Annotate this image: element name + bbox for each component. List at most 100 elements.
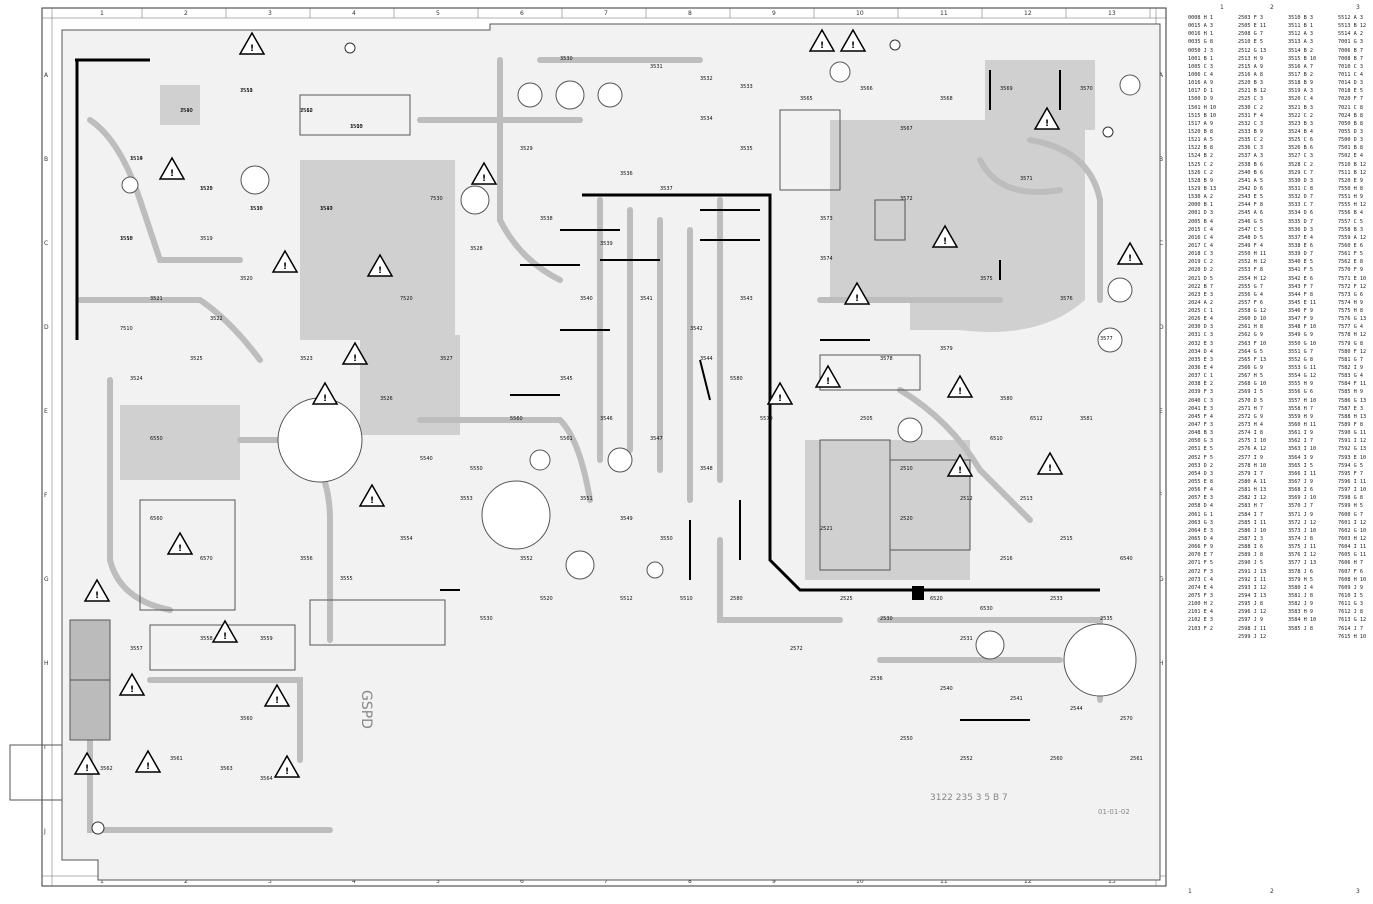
index-entry: 2589 J 8	[1238, 552, 1263, 559]
component-ref-label: 3558	[200, 636, 213, 642]
right-ruler-label: F	[1159, 492, 1163, 499]
index-entry: 2025 C 1	[1188, 308, 1213, 315]
left-ruler-label: H	[44, 660, 49, 667]
index-column-header: 3	[1356, 4, 1360, 11]
index-entry: 1520 B 8	[1188, 128, 1213, 135]
component-ref-label: 3553	[460, 496, 473, 502]
component-ref-label: 3549	[620, 516, 633, 522]
svg-text:!: !	[958, 387, 962, 397]
index-entry: 3526 B 6	[1288, 145, 1313, 152]
index-entry: 3552 G 8	[1288, 356, 1313, 363]
index-entry: 3585 J 8	[1288, 625, 1313, 632]
index-entry: 2040 C 3	[1188, 397, 1213, 404]
index-entry: 2520 B 3	[1238, 80, 1263, 87]
index-entry: 2510 E 5	[1238, 39, 1263, 46]
index-entry: 2073 C 4	[1188, 576, 1213, 583]
component-ref-label: 3556	[300, 556, 313, 562]
index-entry: 3551 G 7	[1288, 348, 1313, 355]
index-entry: 7592 G 13	[1338, 446, 1367, 453]
bottom-ruler-label: 13	[1108, 878, 1116, 885]
right-ruler-label: H	[1159, 660, 1164, 667]
top-ruler-label: 10	[856, 10, 864, 17]
index-entry: 2574 I 8	[1238, 430, 1263, 437]
index-entry: 3528 C 2	[1288, 161, 1313, 168]
index-entry: 3560 H 11	[1288, 422, 1317, 429]
component-ref-label: 2561	[1130, 756, 1143, 762]
warning-triangle-icon: !	[1036, 451, 1064, 475]
index-entry: 1005 C 3	[1188, 63, 1213, 70]
index-entry: 3561 I 9	[1288, 430, 1313, 437]
top-ruler-label: 12	[1024, 10, 1032, 17]
index-entry: 7575 H 8	[1338, 308, 1363, 315]
svg-text:!: !	[146, 762, 150, 772]
index-entry: 2558 G 12	[1238, 308, 1267, 315]
component-ref-label: 3518	[120, 236, 133, 242]
index-entry: 1530 A 2	[1188, 194, 1213, 201]
component-ref-label: 3528	[470, 246, 483, 252]
right-ruler-label: E	[1159, 408, 1163, 415]
index-entry: 7578 H 12	[1338, 332, 1367, 339]
component-ref-label: 6540	[1120, 556, 1133, 562]
bottom-ruler-label: 8	[688, 878, 692, 885]
component-ref-label: 5570	[760, 416, 773, 422]
component-ref-label: 3517	[320, 206, 333, 212]
index-entry: 2530 C 2	[1238, 104, 1263, 111]
component-ref-label: 1500	[350, 124, 363, 130]
index-entry: 1016 A 9	[1188, 80, 1213, 87]
component-ref-label: 3537	[660, 186, 673, 192]
right-ruler-label: A	[1159, 72, 1164, 79]
index-entry: 3511 B 1	[1288, 23, 1313, 30]
index-entry: 2541 A 5	[1238, 177, 1263, 184]
svg-text:!: !	[85, 764, 89, 774]
component-ref-label: 3565	[800, 96, 813, 102]
index-entry: 7582 I 9	[1338, 365, 1363, 372]
component-ref-label: 5520	[540, 596, 553, 602]
index-entry: 3578 J 6	[1288, 568, 1313, 575]
index-entry: 2047 F 3	[1188, 422, 1213, 429]
index-entry: 2560 D 10	[1238, 316, 1267, 323]
index-entry: 3527 C 3	[1288, 153, 1313, 160]
component-ref-label: 5540	[420, 456, 433, 462]
index-entry: 7611 G 3	[1338, 601, 1363, 608]
index-entry: 7610 I 5	[1338, 592, 1363, 599]
left-ruler-label: F	[44, 492, 48, 499]
index-entry: 7606 H 7	[1338, 560, 1363, 567]
index-entry: 2064 E 3	[1188, 527, 1213, 534]
component-ref-label: 6560	[150, 516, 163, 522]
index-entry: 2540 B 6	[1238, 169, 1263, 176]
index-entry: 7557 C 5	[1338, 218, 1363, 225]
bottom-ruler-label: 11	[940, 878, 948, 885]
index-entry: 2544 F 8	[1238, 202, 1263, 209]
index-entry: 2587 I 3	[1238, 536, 1263, 542]
component-ref-label: 2533	[1050, 596, 1063, 602]
index-entry: 1528 B 9	[1188, 177, 1213, 184]
index-entry: 3579 H 5	[1288, 576, 1313, 583]
index-entry: 7587 E 3	[1338, 405, 1363, 412]
svg-text:!: !	[826, 377, 830, 387]
svg-text:!: !	[353, 354, 357, 364]
index-entry: 1001 B 1	[1188, 55, 1213, 62]
component-ref-label: 3524	[130, 376, 143, 382]
index-entry: 2565 F 13	[1238, 356, 1267, 363]
index-entry: 3512 A 3	[1288, 31, 1313, 38]
index-entry: 3571 J 9	[1288, 511, 1313, 518]
index-entry: 3575 J 11	[1288, 544, 1317, 551]
index-entry: 2058 D 4	[1188, 503, 1213, 510]
index-entry: 7558 B 3	[1338, 226, 1363, 233]
index-entry: 3565 I 5	[1288, 462, 1313, 469]
index-entry: 2515 A 9	[1238, 63, 1263, 70]
component-ref-label: 3554	[400, 536, 413, 542]
index-entry: 2553 F 8	[1238, 267, 1263, 274]
index-entry: 2542 D 6	[1238, 185, 1263, 192]
component-ref-label: 1510	[130, 156, 143, 162]
index-entry: 2065 D 4	[1188, 536, 1213, 542]
warning-triangle-icon: !	[946, 374, 974, 398]
index-entry: 7600 G 7	[1338, 511, 1363, 518]
index-entry: 1524 B 2	[1188, 153, 1213, 160]
index-entry: 3548 F 10	[1288, 324, 1317, 331]
index-entry: 7511 B 12	[1338, 169, 1367, 176]
index-entry: 7010 C 3	[1338, 63, 1363, 70]
component-ref-label: 3560	[240, 716, 253, 722]
index-entry: 2023 E 3	[1188, 291, 1213, 298]
index-entry: 2567 H 5	[1238, 373, 1263, 380]
